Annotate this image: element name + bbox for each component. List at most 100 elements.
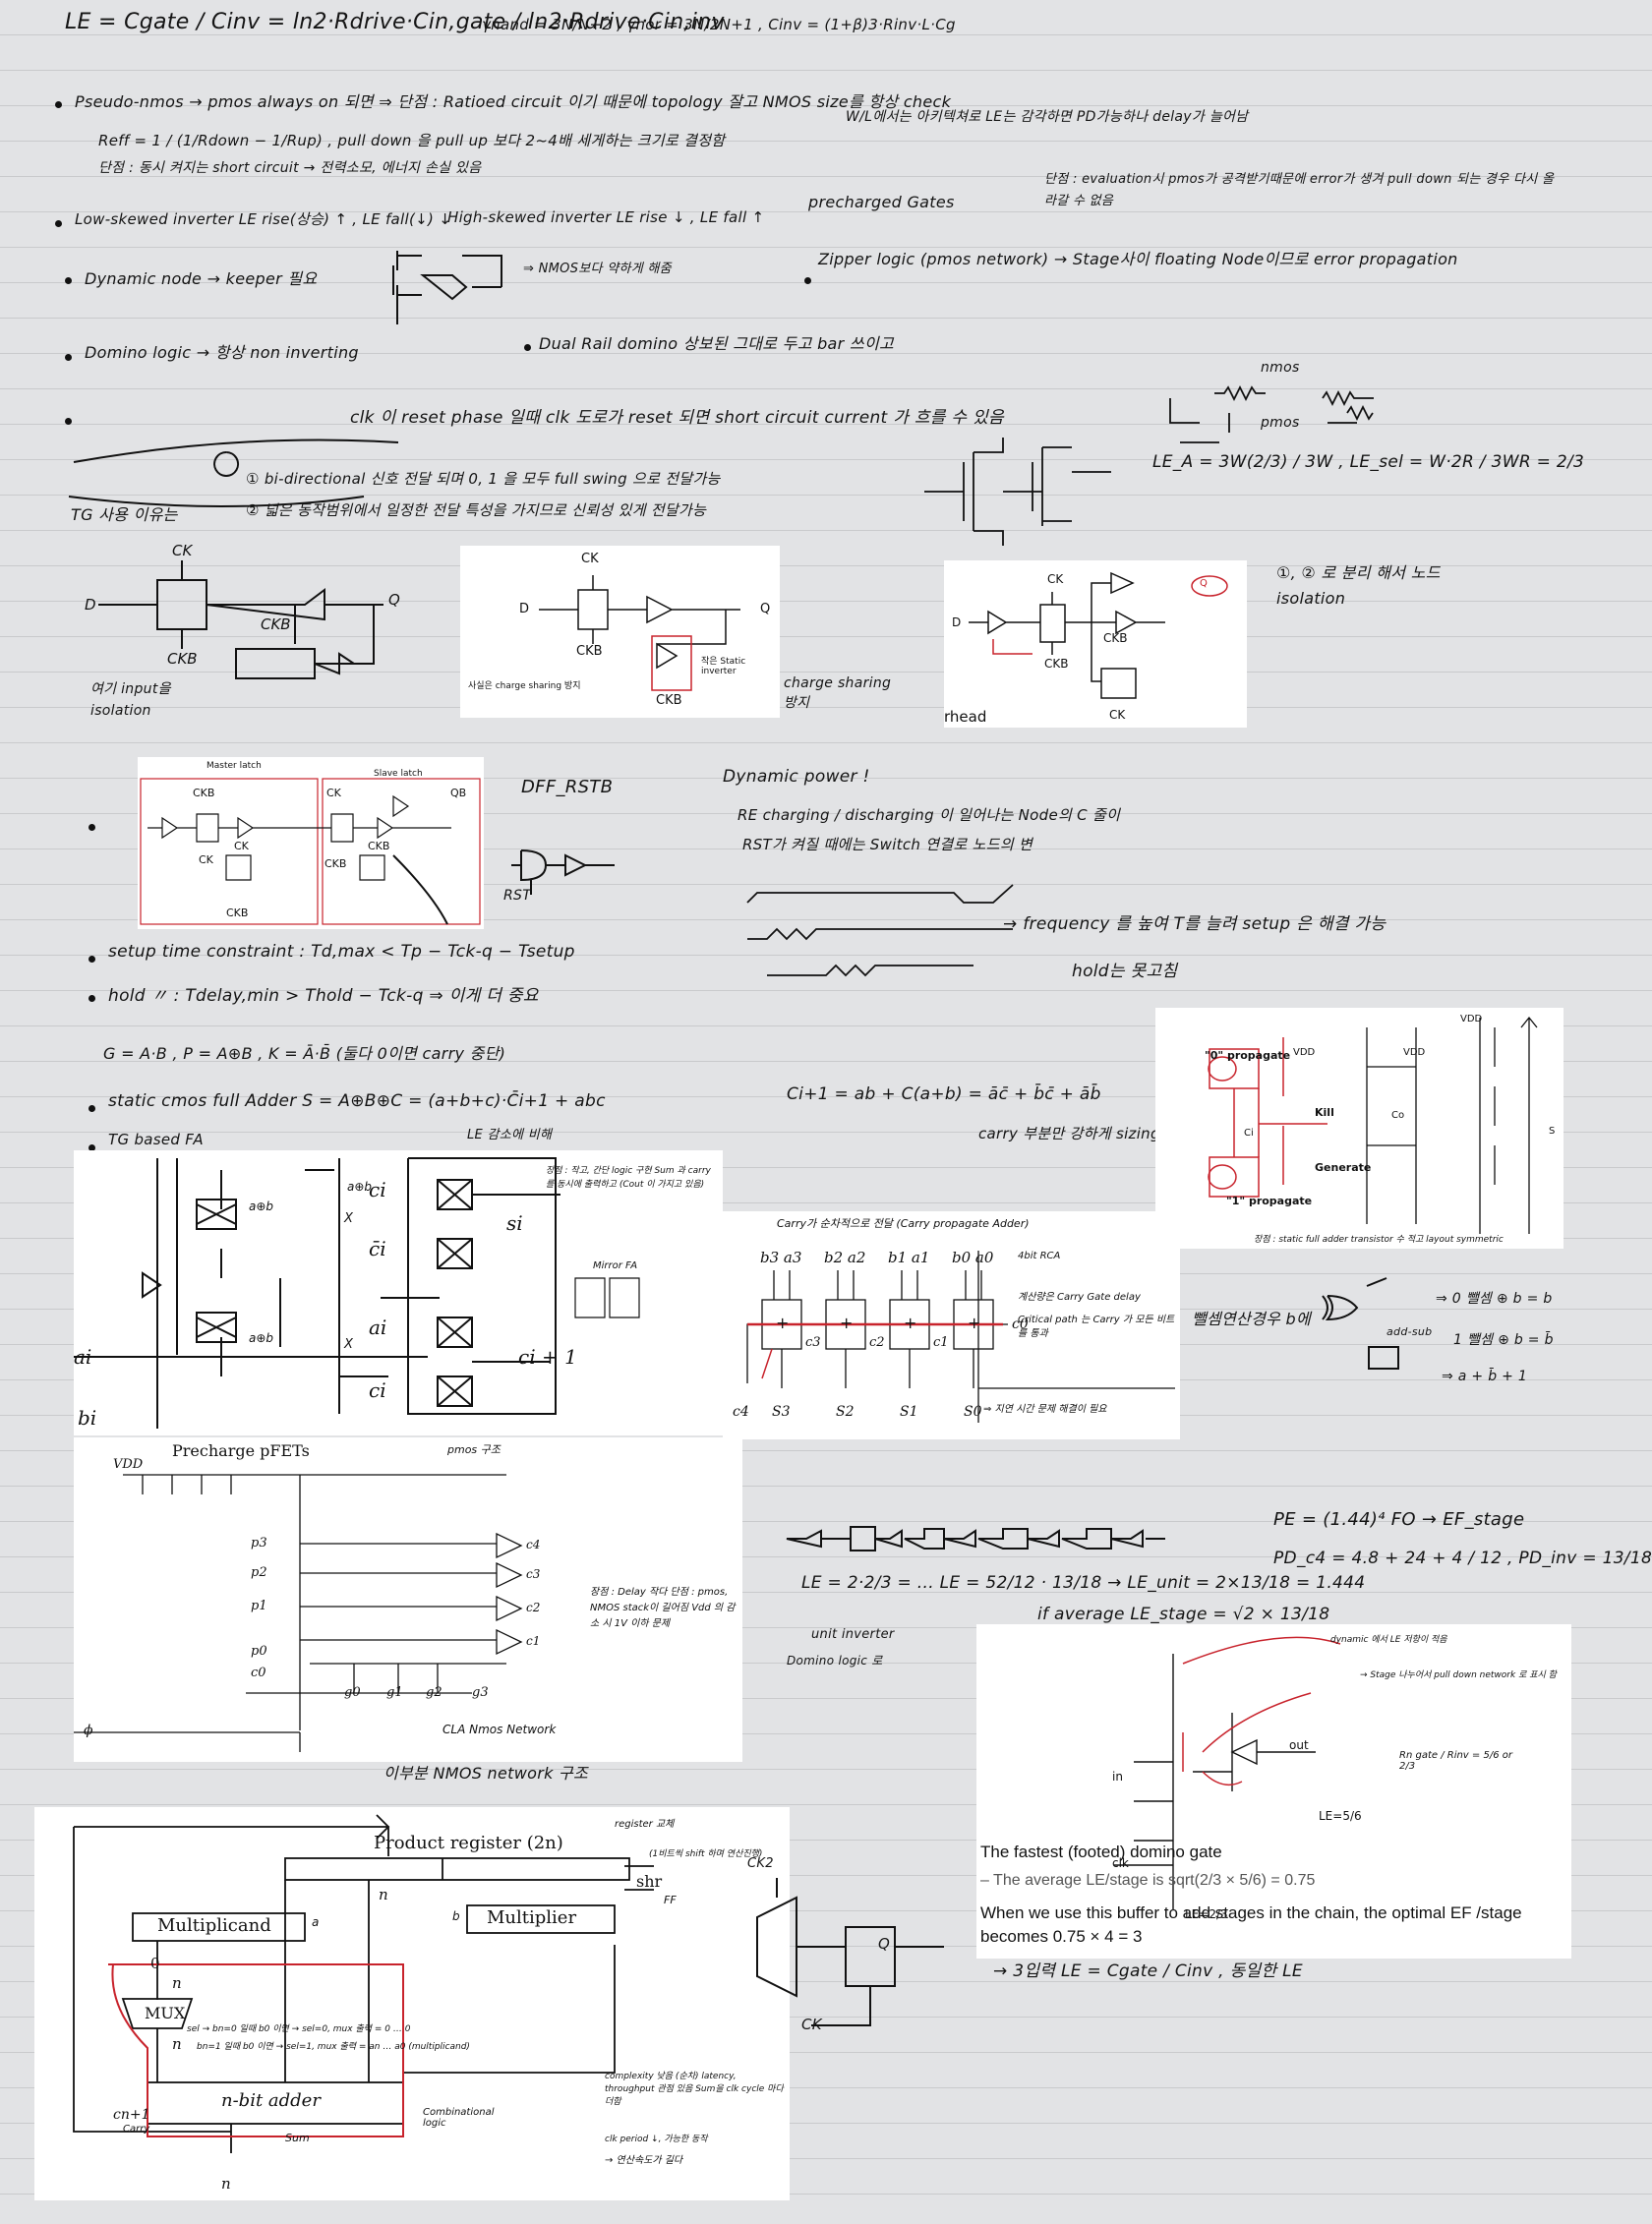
low-skew-note: Low-skewed inverter LE rise(상승) ↑ , LE f…: [75, 210, 452, 228]
cla-p2: p2: [251, 1565, 267, 1580]
rca-top-3: b0 a0: [952, 1249, 994, 1266]
ms-ck-2: CK: [234, 840, 249, 852]
cla-pmos-kr: pmos 구조: [447, 1443, 501, 1456]
add-sub-r1: ⇒ 0 뺄셈 ⊕ b = b: [1436, 1291, 1553, 1307]
rca-title: Carry가 순차적으로 전달 (Carry propagate Adder): [777, 1217, 1030, 1230]
rca-carry-2: c1: [933, 1335, 949, 1350]
svg-text:Q: Q: [388, 591, 400, 609]
tg-fa-ci-bottom: ci: [369, 1378, 386, 1402]
cla-nmos-label: CLA Nmos Network: [442, 1723, 557, 1736]
ff-iso-ck-2: CK: [1109, 708, 1126, 722]
mirror-vdd-2: VDD: [1293, 1047, 1316, 1058]
rca-carry-1: c2: [869, 1335, 885, 1350]
tg-fa-ci-top: ci: [369, 1178, 386, 1201]
domino-line2: When we use this buffer to add stages in…: [980, 1903, 1522, 1946]
reff-note-2: W/L에서는 아키텍쳐로 LE는 감각하면 PD가능하나 delay가 늘어남: [846, 109, 1249, 125]
tg-latch-red-note: 작은 Static inverter: [701, 657, 746, 676]
rca-note-3: Critical path 는 Carry 가 모든 비트를 통과: [1018, 1315, 1175, 1339]
pseudo-nmos-note: Pseudo-nmos → pmos always on 되면 ⇒ 단점 : R…: [75, 92, 952, 111]
cla-g2: g2: [426, 1685, 442, 1700]
mult-shr: shr: [636, 1872, 663, 1891]
mult-multiplicand: Multiplicand: [157, 1915, 271, 1936]
dual-rail-note: Dual Rail domino 상보된 그대로 두고 bar 쓰이고: [539, 334, 894, 353]
mult-n1: n: [172, 1974, 182, 1992]
mult-n2: n: [172, 2035, 182, 2053]
rca-top-2: b1 a1: [888, 1249, 930, 1266]
cla-c0: c0: [251, 1666, 266, 1680]
rca-carry-0: c3: [805, 1335, 821, 1350]
mult-b: b: [452, 1909, 460, 1923]
mult-note-3: → 연산속도가 길다: [605, 2155, 683, 2166]
tg-fa-ai: ai: [74, 1345, 92, 1369]
mult-n3: n: [379, 1886, 388, 1903]
mult-sel-1: sel → bn=0 일때 b0 이면 → sel=0, mux 출력 = 0 …: [187, 2024, 411, 2034]
cla-c1: c1: [526, 1634, 541, 1648]
tg-fa-si: si: [506, 1211, 523, 1235]
tg-latch-note: 사실은 charge sharing 방지: [468, 681, 581, 691]
ms-ck: CK: [199, 853, 213, 866]
multiplier-panel: Product register (2n) Multiplicand Multi…: [34, 1807, 790, 2200]
domino-in: in: [1112, 1770, 1123, 1784]
unit-inverter-note: unit inverter: [811, 1627, 895, 1642]
mult-sum: Sum: [285, 2132, 310, 2144]
high-skew-note: High-skewed inverter LE rise ↓ , LE fall…: [447, 208, 765, 226]
gamma-formula: γnand = 3N/N+2 , γnor = 3N/2N+1 , Cinv =…: [482, 16, 956, 33]
svg-text:CKB: CKB: [167, 650, 198, 668]
dynamic-node-note: Dynamic node → keeper 필요: [85, 269, 318, 288]
ff-iso-d: D: [952, 615, 962, 629]
tg-latch-d: D: [519, 602, 530, 616]
mult-zero: 0: [150, 1955, 160, 1972]
rca-c0: c0: [1012, 1317, 1029, 1332]
tg-fa-cib: c̄i: [369, 1237, 386, 1260]
mirror-kill: Kill: [1315, 1106, 1334, 1119]
static-fa-note: static cmos full Adder S = A⊕B⊕C = (a+b+…: [108, 1091, 606, 1111]
zipper-note: Zipper logic (pmos network) → Stage사이 fl…: [818, 250, 1458, 268]
cla-c2: c2: [526, 1601, 541, 1614]
freq-note: → frequency 를 높여 T를 늘려 setup 은 해결 가능: [1003, 914, 1386, 934]
precharged-note: 단점 : evaluation시 pmos가 공격받기때문에 error가 생겨…: [1044, 172, 1555, 208]
rca-sum-1: S2: [836, 1404, 855, 1420]
domino-red-2: → Stage 나누어서 pull down network 로 표시 함: [1360, 1670, 1557, 1680]
isolation-right-note: ①, ② 로 분리 해서 노드 isolation: [1276, 563, 1441, 608]
rca-c4: c4: [733, 1404, 749, 1420]
add-sub-r2: 1 뺄셈 ⊕ b = b̄: [1453, 1332, 1554, 1348]
carry-sizing-note: carry 부분만 강하게 sizing: [978, 1125, 1160, 1142]
ms-ckb: CKB: [193, 787, 215, 799]
domino-le1: LE=5/6: [1319, 1809, 1362, 1823]
gpk-note: G = A·B , P = A⊕B , K = Ā·B̄ (둘다 0이면 car…: [103, 1044, 506, 1063]
cla-g3: g3: [472, 1685, 489, 1700]
cla-phi: ϕ: [84, 1723, 93, 1738]
ms-ckb-4: CKB: [368, 840, 390, 852]
le-formula: LE = Cgate / Cinv = ln2·Rdrive·Cin,gate …: [65, 10, 725, 34]
ff-sketch-ck: CK: [801, 2016, 822, 2033]
cla-c3: c3: [526, 1567, 541, 1581]
mirror-one-propagate: "1" propagate: [1226, 1195, 1313, 1207]
short-circuit-note: 단점 : 동시 켜지는 short circuit → 전력소모, 에너지 손실…: [98, 160, 482, 176]
bottom-le-note: → 3입력 LE = Cgate / Cinv , 동일한 LE: [993, 1961, 1303, 1981]
ff-iso-overhead: rhead: [944, 708, 987, 726]
ms-slave-label: Slave latch: [374, 769, 423, 779]
tg-based-fa-title: TG based FA: [108, 1131, 204, 1148]
tg-latch-ckb: CKB: [576, 644, 603, 659]
domino-le2: LE=2/3: [1185, 1907, 1228, 1921]
domino-red-3: Rn gate / Rinv = 5/6 or 2/3: [1399, 1750, 1512, 1772]
cla-p3: p3: [251, 1536, 267, 1551]
add-sub-label: add-sub: [1386, 1325, 1433, 1338]
ff-iso-ckb-2: CKB: [1103, 631, 1128, 645]
le-a-formula: LE_A = 3W(2/3) / 3W , LE_sel = W·2R / 3W…: [1152, 452, 1585, 472]
mirror-co: Co: [1391, 1110, 1405, 1121]
cla-c4: c4: [526, 1538, 541, 1551]
tg-latch-ck: CK: [581, 552, 599, 566]
add-sub-note: 뺄셈연산경우 b에: [1192, 1310, 1311, 1328]
mult-a: a: [312, 1915, 320, 1929]
rca-note-4: ⇒ 지연 시간 문제 해결이 필요: [983, 1404, 1107, 1415]
cla-g1: g1: [386, 1685, 403, 1700]
mirror-s: S: [1549, 1126, 1556, 1137]
mult-mux: MUX: [145, 2004, 186, 2022]
cla-g0: g0: [344, 1685, 361, 1700]
rca-plus-3: +: [968, 1314, 981, 1332]
clk-reset-note: clk 이 reset phase 일때 clk 도로가 reset 되면 sh…: [350, 408, 1004, 428]
ms-qb: QB: [450, 787, 467, 799]
rca-top-1: b2 a2: [824, 1249, 866, 1266]
ms-ck-3: CK: [326, 787, 341, 799]
